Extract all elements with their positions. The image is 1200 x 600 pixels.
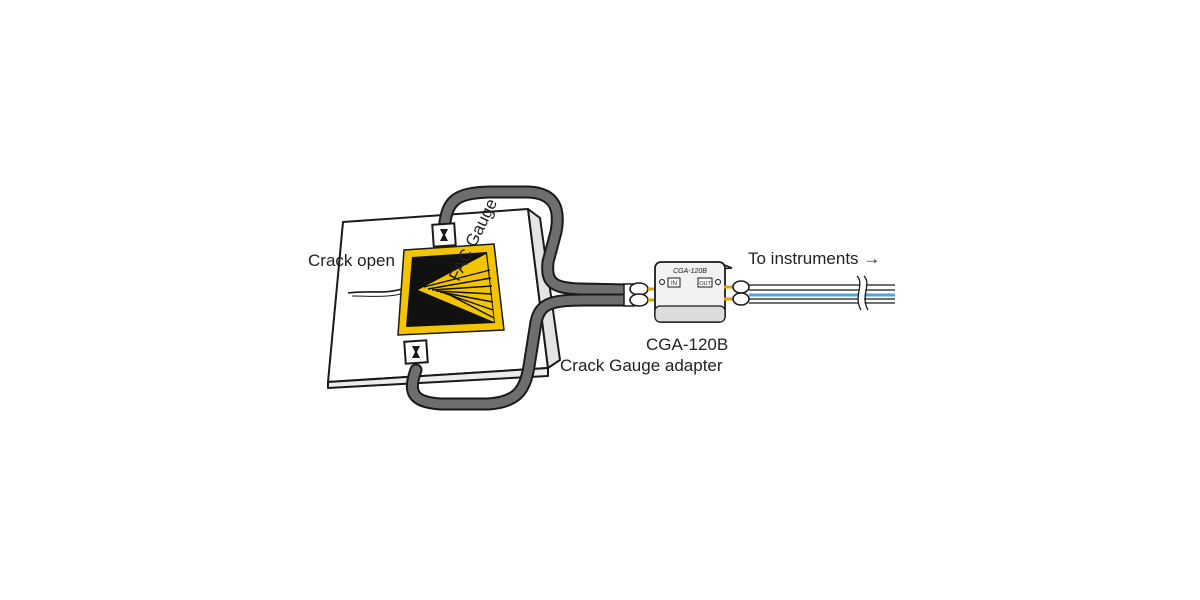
gauge-tab-lower xyxy=(403,339,429,365)
output-wires xyxy=(749,284,895,304)
gauge-tab-upper xyxy=(431,222,457,248)
output-connector-upper xyxy=(732,280,750,294)
output-connector-lower xyxy=(732,292,750,306)
port-out-label: OUT xyxy=(699,281,711,287)
port-out-marker xyxy=(697,277,713,288)
wire-break-mark xyxy=(856,273,869,312)
adapter-box-title: CGA-120B xyxy=(673,268,707,275)
cable-upper xyxy=(437,185,635,297)
port-in-label: IN xyxy=(671,281,677,287)
crack-open-label: Crack open xyxy=(308,251,395,270)
output-connectors xyxy=(724,280,750,306)
crack-line-2 xyxy=(351,292,405,297)
port-in-marker xyxy=(667,277,681,288)
cable-lower xyxy=(405,293,635,411)
fac-gauge-foil xyxy=(397,243,505,336)
cga-120b-adapter: CGA-120B IN OUT xyxy=(654,261,733,323)
input-connector-lower xyxy=(629,293,649,307)
input-connectors xyxy=(623,282,660,307)
adapter-description-label: Crack Gauge adapter xyxy=(560,356,723,375)
adapter-model-label: CGA-120B xyxy=(646,335,729,354)
to-instruments-label: To instruments → xyxy=(748,249,881,268)
specimen-front-face xyxy=(327,367,549,389)
crack-line xyxy=(347,287,406,294)
